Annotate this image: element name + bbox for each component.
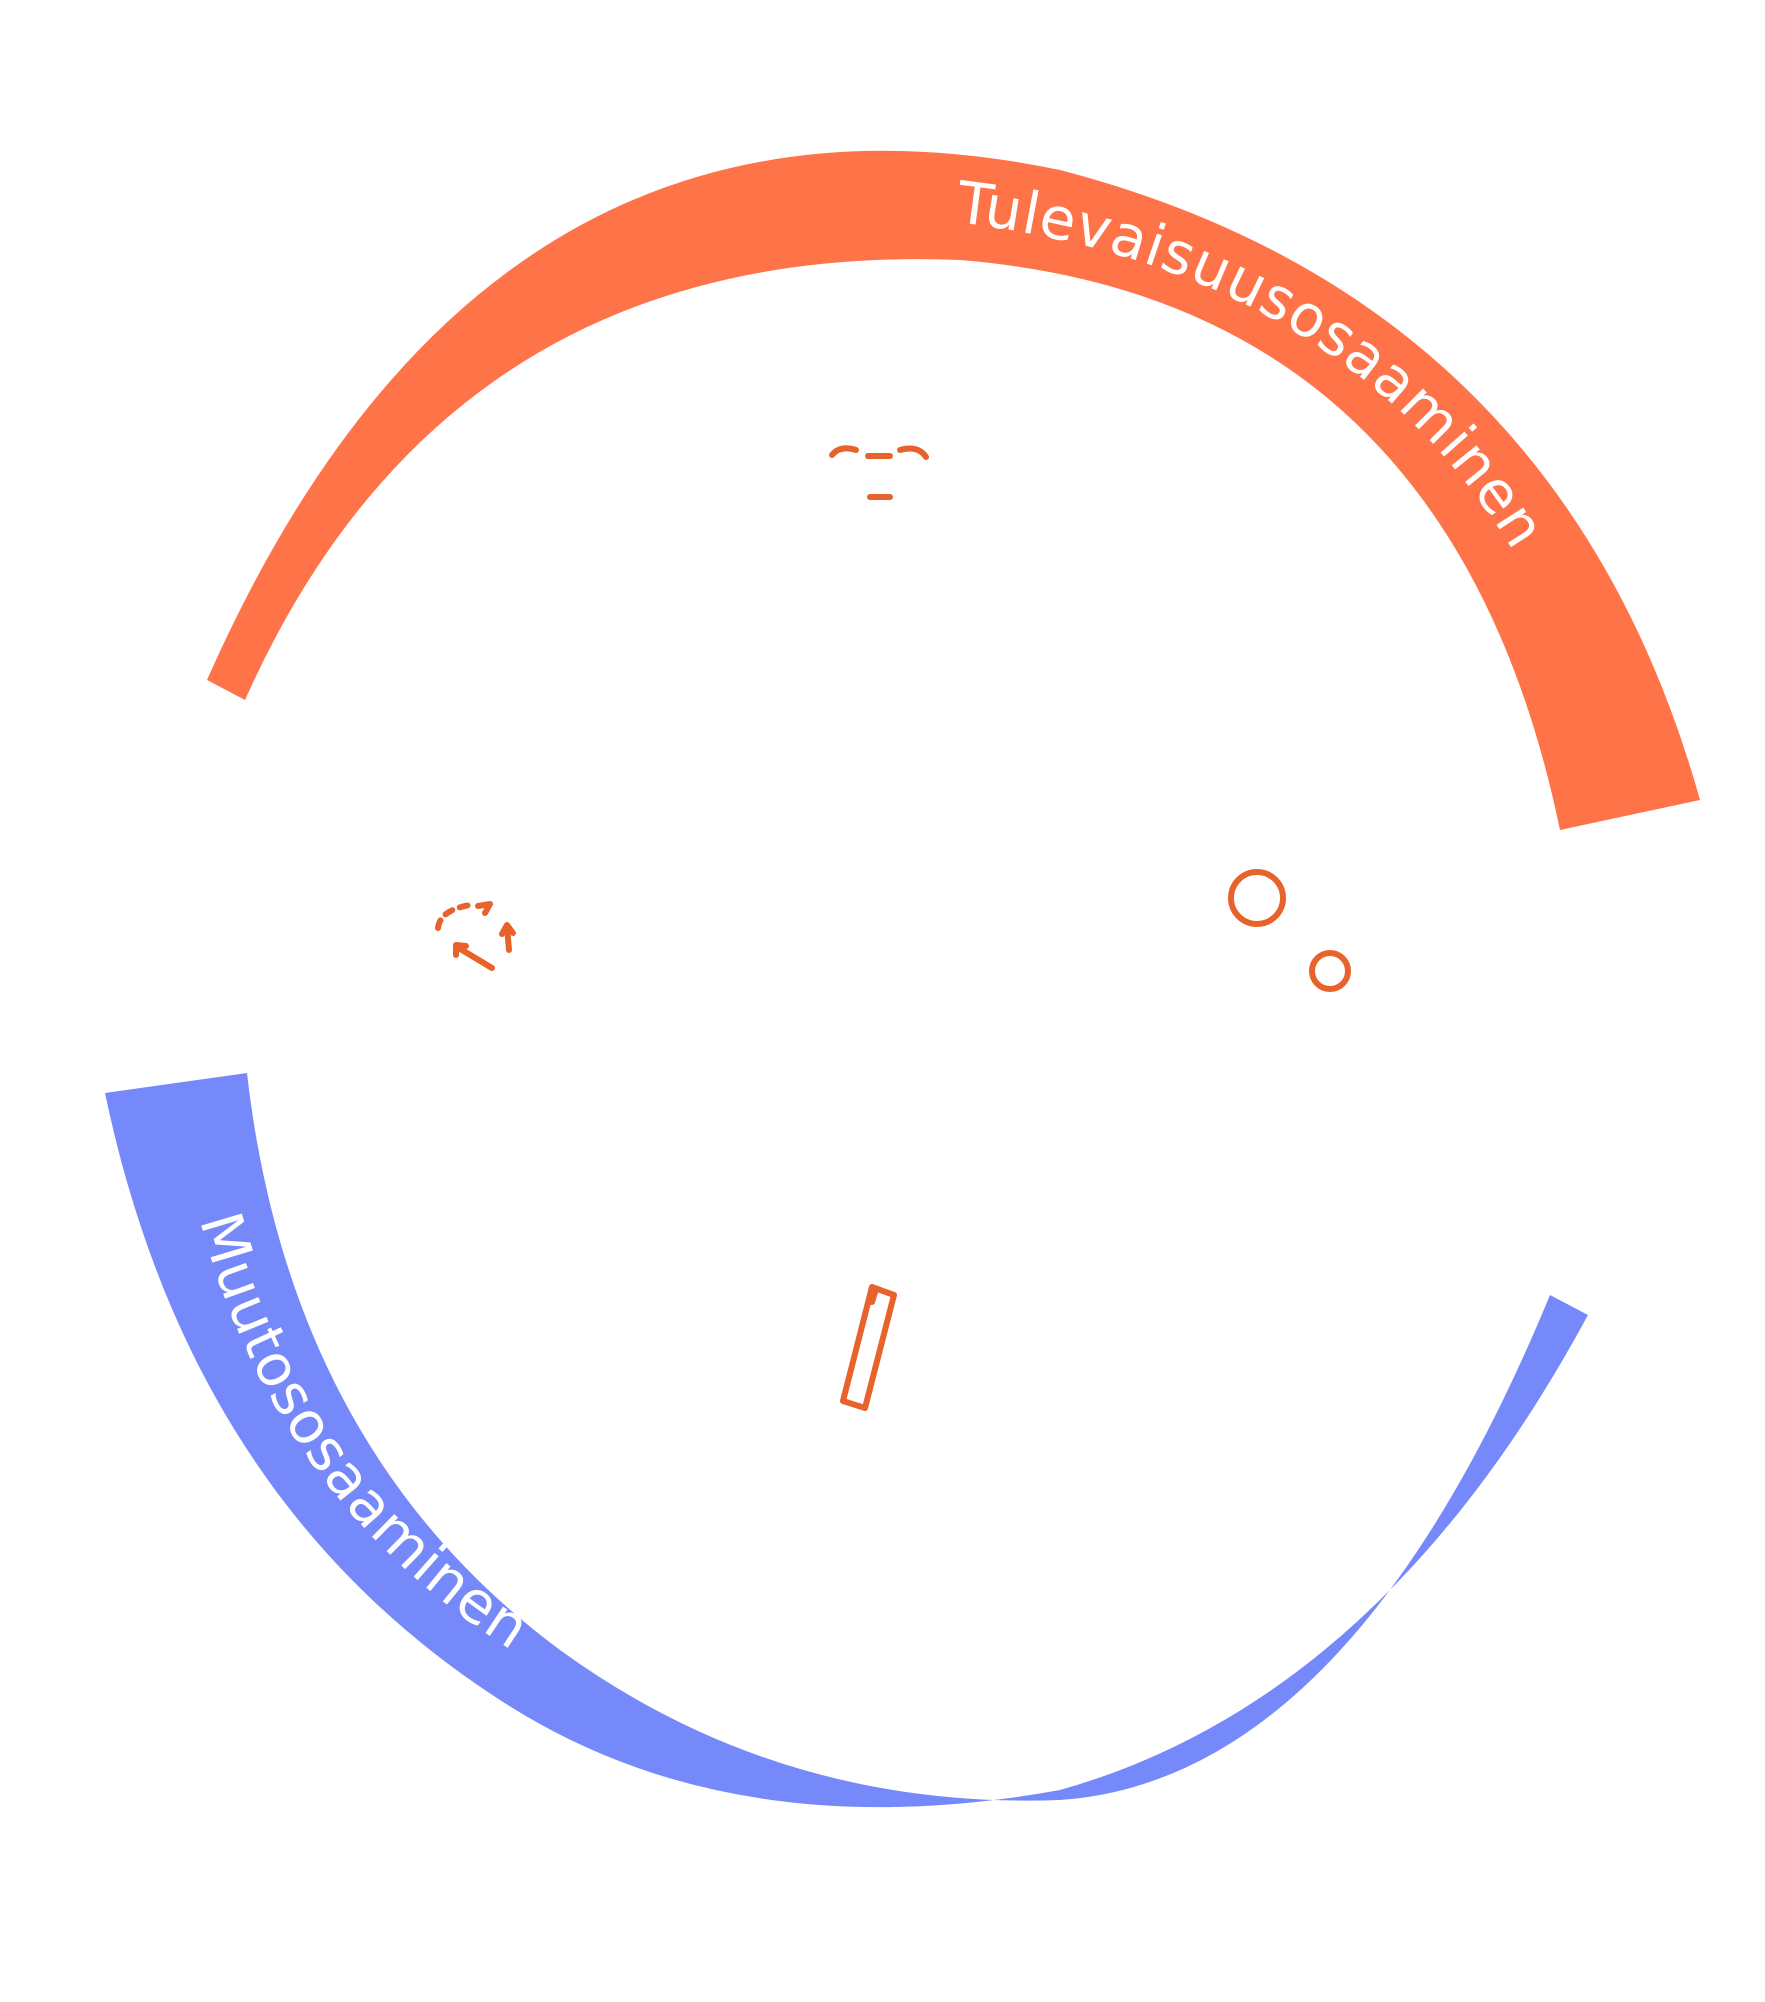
ruler-icon	[840, 1284, 897, 1411]
future-competence-label-path: Tulevaisuusosaaminen	[952, 168, 1558, 559]
future-competence-arc	[207, 150, 1700, 830]
future-competence-label: Tulevaisuusosaaminen	[952, 168, 1559, 559]
change-competence-arc	[105, 1073, 1588, 1808]
circles-icon	[1228, 869, 1351, 992]
circular-arrows-icon	[435, 901, 516, 971]
connection-icon	[829, 445, 929, 500]
